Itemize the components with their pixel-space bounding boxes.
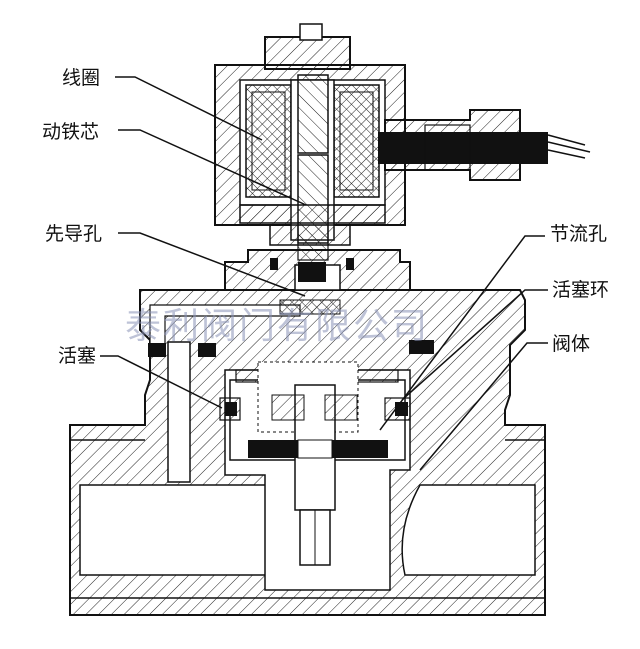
label-orifice: 节流孔 <box>550 223 607 245</box>
label-pilot-hole: 先导孔 <box>45 223 102 245</box>
leader-lines <box>100 76 548 471</box>
label-coil: 线圈 <box>62 67 100 89</box>
fixed-core <box>297 74 329 154</box>
pilot-seal <box>298 262 326 282</box>
pilot-seat <box>279 299 341 315</box>
cable-gland <box>378 109 591 181</box>
coil-left <box>245 84 292 198</box>
watermark: 泰利阀门有限公司 <box>125 306 429 347</box>
solenoid-head <box>214 23 406 261</box>
label-piston-ring: 活塞环 <box>552 279 609 301</box>
coil-right <box>333 84 380 198</box>
label-valve-body: 阀体 <box>552 333 590 355</box>
label-piston: 活塞 <box>58 345 96 367</box>
label-plunger: 动铁芯 <box>42 121 99 143</box>
piston-seals <box>148 340 434 357</box>
